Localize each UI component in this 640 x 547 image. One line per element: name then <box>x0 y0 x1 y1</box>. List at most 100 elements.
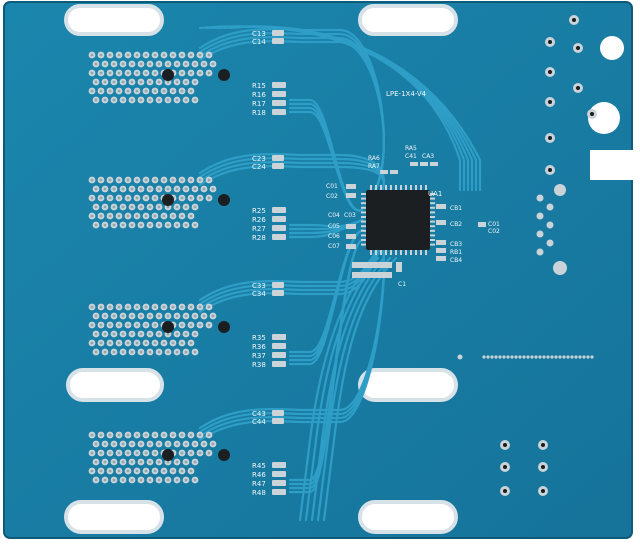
connector-pin-field <box>88 51 230 104</box>
chip-pin <box>390 185 392 190</box>
chip-pin <box>430 234 435 237</box>
chip-pin <box>425 185 427 190</box>
silk-label: C41 <box>405 153 417 160</box>
silk-label: C03 <box>344 212 356 219</box>
mounting-slots <box>64 4 458 534</box>
chip-pin <box>430 239 435 241</box>
silk-label: C02 <box>488 228 500 235</box>
chip-pin <box>380 185 382 190</box>
silk-label: R35 <box>252 334 266 342</box>
silk-label: C01 <box>488 221 500 228</box>
silk-label: RA7 <box>368 163 380 170</box>
chip-pin <box>361 243 366 246</box>
via-strip <box>457 354 594 360</box>
silk-label: R16 <box>252 91 266 99</box>
board-substrate <box>3 1 633 539</box>
chip-pin <box>400 250 402 255</box>
silk-label: C33 <box>252 282 266 290</box>
post <box>162 194 174 206</box>
chip-pin <box>361 197 366 200</box>
mounting-slot <box>358 368 458 402</box>
silk-label: C24 <box>252 163 266 171</box>
silk-label: CB4 <box>450 257 462 264</box>
chip-pin <box>361 234 366 237</box>
silk-label: C01 <box>326 183 338 190</box>
edge-cutout <box>590 150 640 180</box>
chip-pin <box>430 216 435 218</box>
silk-label: RA6 <box>368 155 380 162</box>
chip-pin <box>430 197 435 200</box>
chip-pin <box>430 206 435 209</box>
silk-label: R25 <box>252 207 266 215</box>
silk-label: C23 <box>252 155 266 163</box>
chip-pin <box>430 220 435 223</box>
right-connector-area <box>536 15 597 275</box>
silk-label: C04 <box>328 212 340 219</box>
post <box>162 321 174 333</box>
silk-label: C05 <box>328 223 340 230</box>
chip-pin <box>361 211 366 214</box>
silk-label: R37 <box>252 352 266 360</box>
post <box>218 449 230 461</box>
silk-label: CB3 <box>450 241 462 248</box>
silk-label: R46 <box>252 471 266 479</box>
main-chip: UA1 LPE-1X4-V4 <box>361 90 442 255</box>
silk-label: R15 <box>252 82 266 90</box>
silk-label: R26 <box>252 216 266 224</box>
chip-left-components: C01 C02 C03 C04 C05 C06 C07 <box>326 183 356 250</box>
chip-pin <box>375 185 377 190</box>
chip-pin <box>361 239 366 241</box>
chip-pin <box>420 185 422 190</box>
chip-pin <box>385 250 387 255</box>
chip-pins <box>361 185 435 255</box>
post <box>218 69 230 81</box>
silk-label: C34 <box>252 290 266 298</box>
chip-pin <box>410 185 412 190</box>
chip-pin <box>361 216 366 218</box>
silk-label: C43 <box>252 410 266 418</box>
silk-label: R17 <box>252 100 266 108</box>
silk-label: C13 <box>252 30 266 38</box>
chip-pin <box>430 229 435 232</box>
post <box>162 69 174 81</box>
post <box>218 321 230 333</box>
post <box>218 194 230 206</box>
mounting-slot <box>64 500 164 534</box>
corner-hole <box>588 102 620 134</box>
silk-label: R47 <box>252 480 266 488</box>
chip-pin <box>395 185 397 190</box>
chip-pin <box>430 202 435 205</box>
chip-pin <box>400 185 402 190</box>
silk-label: R38 <box>252 361 266 369</box>
chip-pin <box>410 250 412 255</box>
silk-label: RB1 <box>450 249 462 256</box>
connector-pin-field <box>88 176 230 229</box>
chip-pin <box>361 193 366 195</box>
mounting-slot <box>66 368 164 402</box>
chip-pin <box>385 185 387 190</box>
chip-pin <box>380 250 382 255</box>
mounting-slot <box>358 500 458 534</box>
chip-pin <box>405 185 407 190</box>
chip-right-components: CB1 CB2 CB3 RB1 CB4 C01 C02 <box>436 204 500 264</box>
chip-top-components: RA5 RA6 RA7 C41 CA3 <box>368 145 438 174</box>
mounting-slot <box>64 4 164 36</box>
mounting-slot <box>358 4 458 36</box>
chip-pin <box>361 225 366 228</box>
chip-pin <box>415 250 417 255</box>
silk-label: CA3 <box>422 153 434 160</box>
silk-label: CB2 <box>450 221 462 228</box>
chip-pin <box>361 220 366 223</box>
silk-label: CB1 <box>450 205 462 212</box>
chip-pin <box>430 211 435 214</box>
chip-pin <box>425 250 427 255</box>
silk-label: R48 <box>252 489 266 497</box>
chip-pin <box>430 225 435 228</box>
silk-label: C06 <box>328 233 340 240</box>
chip-pin <box>361 202 366 205</box>
silk-label: C1 <box>398 281 406 288</box>
silk-label: R36 <box>252 343 266 351</box>
